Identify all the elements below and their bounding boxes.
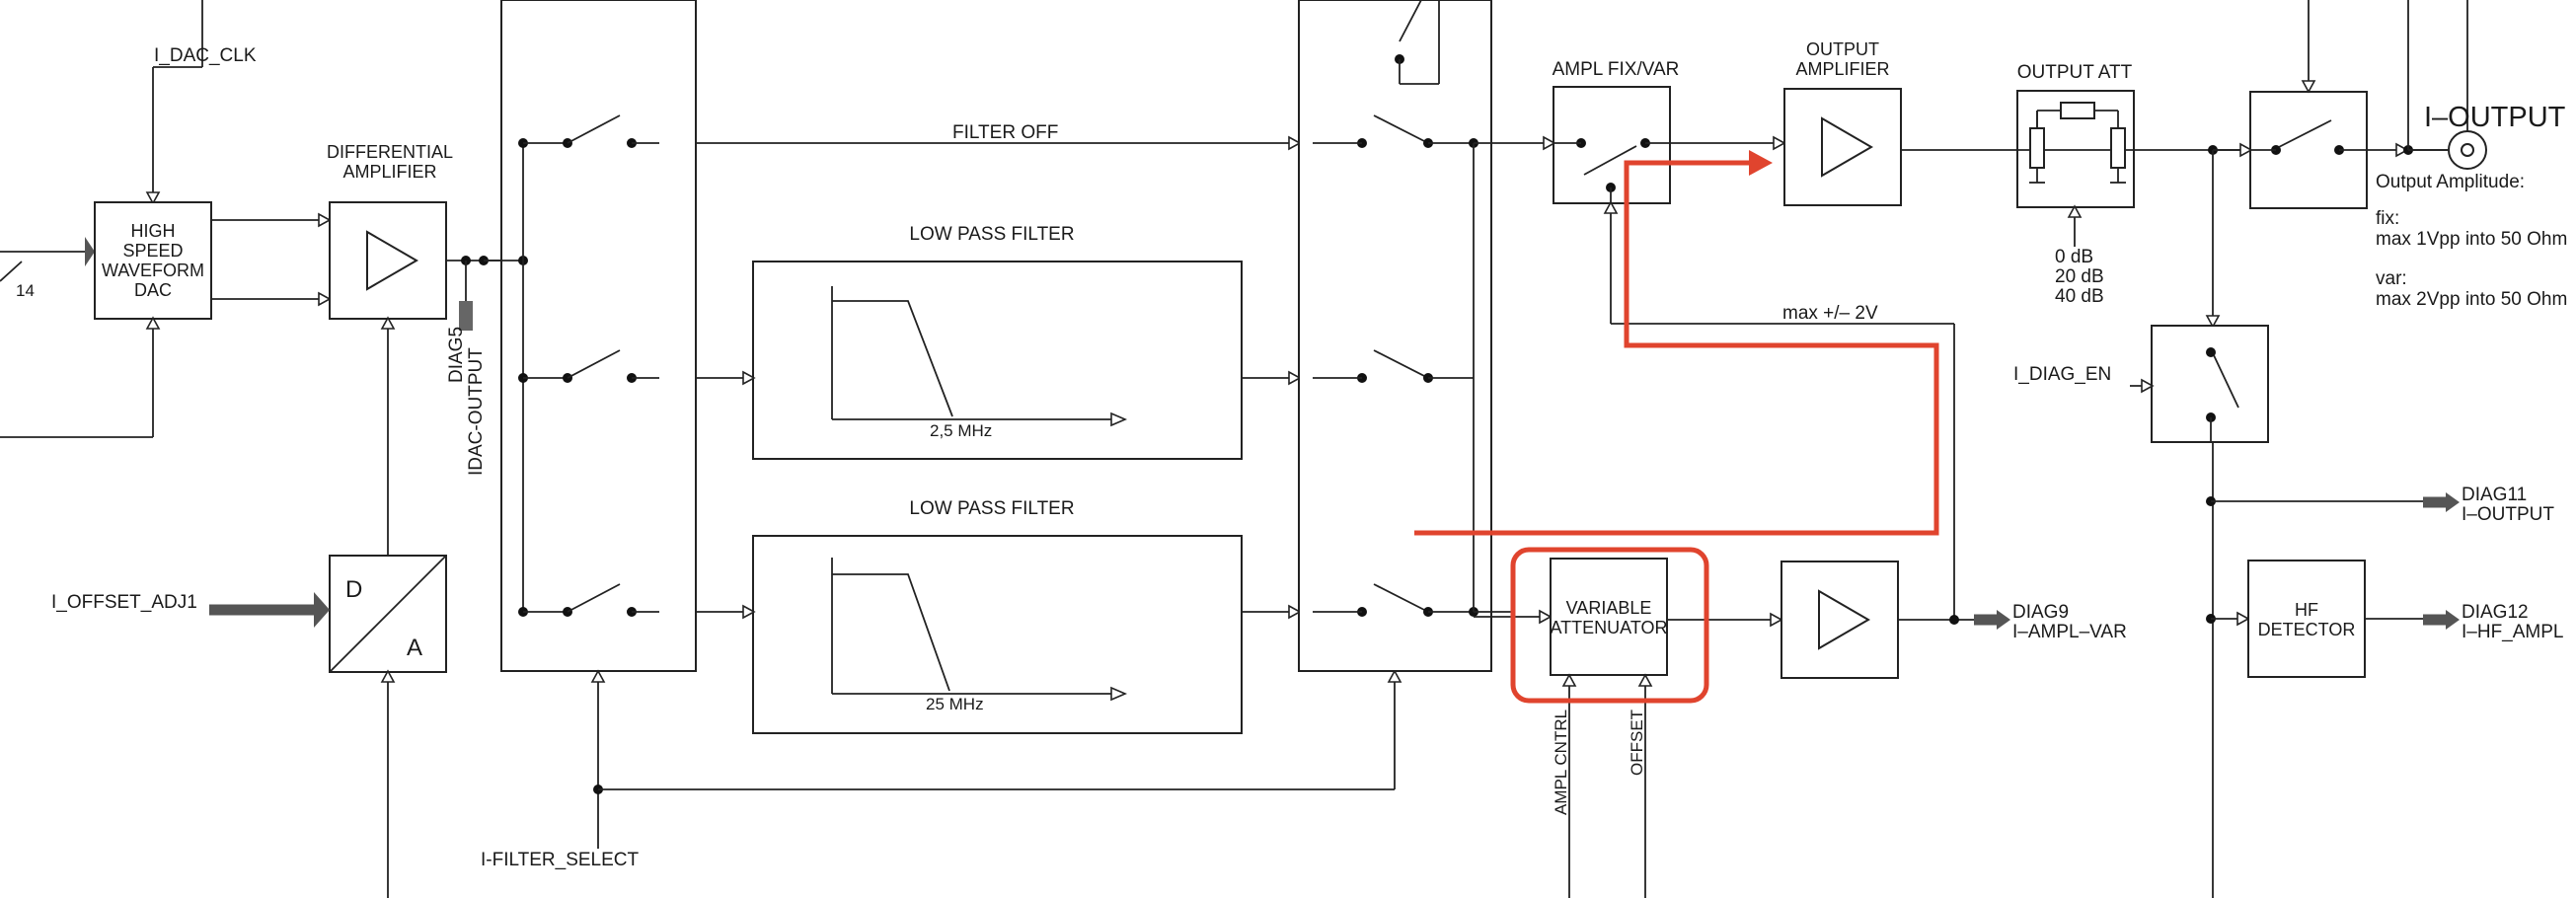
filter-input-switch-off: [518, 114, 659, 148]
lpf2-response-curve-icon: [831, 558, 1128, 702]
variable-attenuator-line2: ATTENUATOR: [1550, 618, 1667, 637]
i-ampl-var-label: I–AMPL–VAR: [2012, 622, 2127, 642]
var-value: max 2Vpp into 50 Ohm: [2376, 289, 2567, 310]
fix-label: fix:: [2376, 208, 2399, 229]
var-amplifier-block: [1780, 561, 1899, 679]
filter-output-switch-lpf2: [1313, 583, 1478, 617]
da-a-label: A: [407, 635, 422, 661]
att-value-20db: 20 dB: [2055, 266, 2104, 287]
low-pass-filter-2-5mhz-block: [752, 261, 1243, 460]
hf-detector-line1: HF: [2295, 600, 2318, 620]
da-d-label: D: [345, 576, 362, 603]
dac-block-line2: SPEED: [122, 241, 183, 261]
max-2v-label: max +/– 2V: [1782, 303, 1878, 324]
i-filter-select-label: I-FILTER_SELECT: [481, 850, 640, 870]
output-amplifier-triangle-icon: [1821, 116, 1873, 178]
dac-input-bus-arrow: [0, 237, 95, 266]
lpf2-cutoff: 25 MHz: [926, 695, 984, 713]
ampl-fix-var-title: AMPL FIX/VAR: [1553, 59, 1680, 80]
signal-path-arrowhead-icon: [1749, 150, 1773, 176]
lpf1-title: LOW PASS FILTER: [909, 224, 1074, 245]
output-att-title: OUTPUT ATT: [2017, 62, 2133, 83]
hf-detector-line2: DETECTOR: [2258, 620, 2356, 639]
filter-input-switch-lpf2: [518, 583, 659, 617]
variable-attenuator-line1: VARIABLE: [1566, 598, 1652, 618]
i-dac-clk-label: I_DAC_CLK: [154, 45, 257, 66]
output-att-resistor-network-icon: [2017, 102, 2134, 184]
diag11-probe-icon: [2423, 492, 2460, 512]
var-label: var:: [2376, 268, 2407, 289]
diag12-label: DIAG12: [2462, 602, 2529, 623]
ampl-cntrl-label: AMPL CNTRL: [1552, 710, 1570, 815]
ampl-fix-var-switch-block: [1553, 86, 1671, 204]
high-speed-waveform-dac-block: [94, 201, 212, 320]
output-amplifier-block: [1783, 88, 1902, 206]
filter-output-switch-block: [1298, 0, 1492, 672]
filter-input-switch-block: [500, 0, 697, 672]
diag-enable-switch-block: [2151, 325, 2269, 443]
filter-off-label: FILTER OFF: [952, 122, 1058, 143]
dac-block-line3: WAVEFORM: [102, 261, 204, 280]
diff-amp-title-line2: AMPLIFIER: [342, 162, 436, 182]
diag9-label: DIAG9: [2012, 602, 2069, 623]
output-amp-title-line2: AMPLIFIER: [1795, 59, 1889, 79]
fix-value: max 1Vpp into 50 Ohm: [2376, 229, 2567, 250]
output-amplitude-label: Output Amplitude:: [2376, 172, 2525, 192]
diag9-probe-icon: [1974, 610, 2010, 630]
att-value-40db: 40 dB: [2055, 286, 2104, 307]
att-value-0db: 0 dB: [2055, 247, 2093, 267]
var-amplifier-triangle-icon: [1818, 589, 1870, 650]
i-offset-adj1-label: I_OFFSET_ADJ1: [51, 592, 197, 613]
signal-path-highlight-arrow: [1414, 160, 1939, 536]
diag5-probe-icon: [459, 301, 473, 331]
lpf1-cutoff: 2,5 MHz: [930, 421, 992, 440]
idac-output-label: IDAC-OUTPUT: [466, 347, 487, 476]
diag12-probe-icon: [2423, 610, 2460, 630]
i-diag-en-label: I_DIAG_EN: [2013, 364, 2111, 385]
dac-block-line1: HIGH: [131, 221, 176, 241]
diag11-label: DIAG11: [2462, 485, 2527, 505]
filter-input-switch-lpf1: [518, 349, 659, 383]
offset-input-bus-arrow: [209, 592, 330, 628]
low-pass-filter-25mhz-block: [752, 535, 1243, 734]
amplifier-triangle-icon: [366, 230, 418, 291]
diag5-label: DIAG5: [446, 327, 467, 383]
bus-width-label: 14: [16, 281, 35, 300]
variable-attenuator-block: [1550, 558, 1668, 676]
i-output-title: I–OUTPUT: [2424, 102, 2566, 133]
lpf1-response-curve-icon: [831, 286, 1128, 427]
diag11-signal-label: I–OUTPUT: [2462, 504, 2554, 525]
diff-amp-title-line1: DIFFERENTIAL: [327, 142, 453, 162]
output-amp-title-line1: OUTPUT: [1806, 39, 1879, 59]
filter-output-switch-lpf1: [1313, 349, 1474, 383]
variable-attenuator-highlight-box: [1510, 547, 1709, 704]
offset-label: OFFSET: [1628, 710, 1646, 776]
lpf2-title: LOW PASS FILTER: [909, 498, 1074, 519]
dac-block-line4: DAC: [134, 280, 172, 300]
differential-amplifier-block: [329, 201, 447, 320]
diag12-signal-label: I–HF_AMPL: [2462, 622, 2563, 642]
